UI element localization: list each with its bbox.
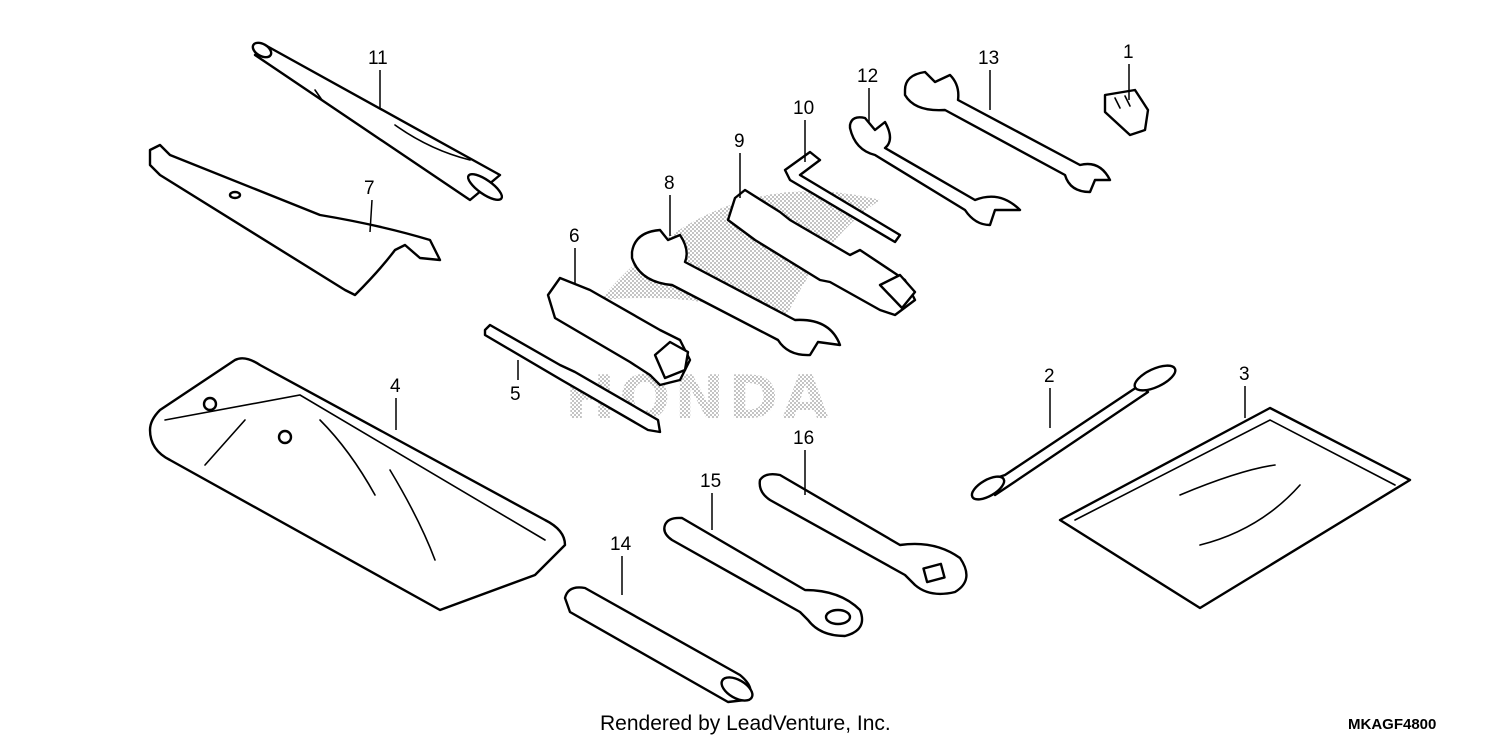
callout-12: 12: [857, 66, 878, 87]
part-5-screwdriver[interactable]: [483, 323, 662, 434]
part-15-box-wrench[interactable]: [663, 516, 864, 638]
callout-10: 10: [793, 98, 814, 119]
part-2-strap[interactable]: [968, 361, 1178, 504]
part-12-wrench[interactable]: [848, 116, 1022, 227]
render-credit: Rendered by LeadVenture, Inc.: [600, 712, 891, 735]
part-14-grip[interactable]: [563, 586, 756, 705]
callout-2: 2: [1044, 366, 1055, 387]
part-4-tool-bag[interactable]: [148, 357, 567, 612]
callouts: 11 7 12 13 1 10 9 8 6 5 4 2 3 16 15 14: [364, 42, 1250, 555]
callout-6: 6: [569, 226, 580, 247]
callout-9: 9: [734, 131, 745, 152]
part-7-pin-spanner[interactable]: [148, 143, 442, 297]
part-10-hex-key[interactable]: [783, 150, 902, 244]
callout-11: 11: [368, 48, 388, 69]
callout-8: 8: [664, 173, 675, 194]
part-16-box-wrench[interactable]: [758, 472, 968, 596]
diagram-code: MKAGF4800: [1348, 716, 1437, 733]
honda-watermark: HONDA: [565, 191, 880, 433]
part-11-tube[interactable]: [250, 40, 505, 204]
part-8-wrench[interactable]: [630, 228, 842, 357]
part-1-clip[interactable]: [1103, 88, 1150, 137]
part-3-bag[interactable]: [1058, 406, 1412, 610]
callout-5: 5: [510, 384, 521, 405]
callout-1: 1: [1123, 42, 1134, 63]
callout-3: 3: [1239, 364, 1250, 385]
callout-4: 4: [390, 376, 401, 397]
part-6-socket[interactable]: [546, 276, 692, 387]
leader-lines: [369, 64, 1246, 595]
callout-7: 7: [364, 178, 375, 199]
callout-15: 15: [700, 471, 721, 492]
callout-16: 16: [793, 428, 814, 449]
callout-14: 14: [610, 534, 632, 555]
honda-wing-logo: [600, 191, 880, 330]
part-9-plug-wrench[interactable]: [726, 188, 917, 317]
part-13-wrench[interactable]: [903, 70, 1112, 194]
callout-13: 13: [978, 48, 999, 69]
